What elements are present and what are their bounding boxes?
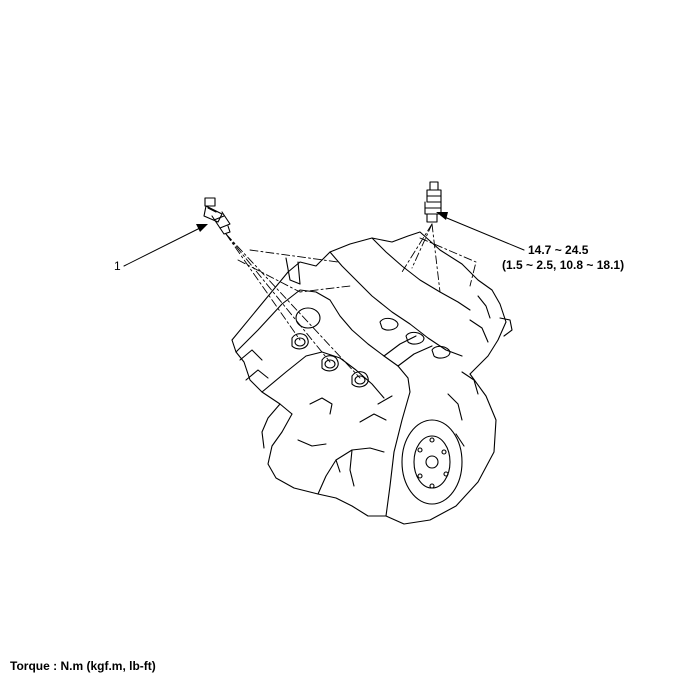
engine-block: [231, 231, 513, 525]
torque-units-note: Torque : N.m (kgf.m, lb-ft): [10, 659, 156, 673]
callout-part-number: 1: [114, 259, 121, 273]
installation-guides: [225, 223, 477, 379]
torque-range-alt-units: (1.5 ~ 2.5, 10.8 ~ 18.1): [502, 258, 625, 272]
sensor-right: [424, 181, 442, 223]
arrow-head-right: [436, 212, 448, 220]
arrow-head-left: [196, 224, 208, 232]
torque-range-nm: 14.7 ~ 24.5: [528, 243, 589, 257]
leader-arrows: [123, 215, 525, 267]
sensor-left: [203, 197, 231, 235]
